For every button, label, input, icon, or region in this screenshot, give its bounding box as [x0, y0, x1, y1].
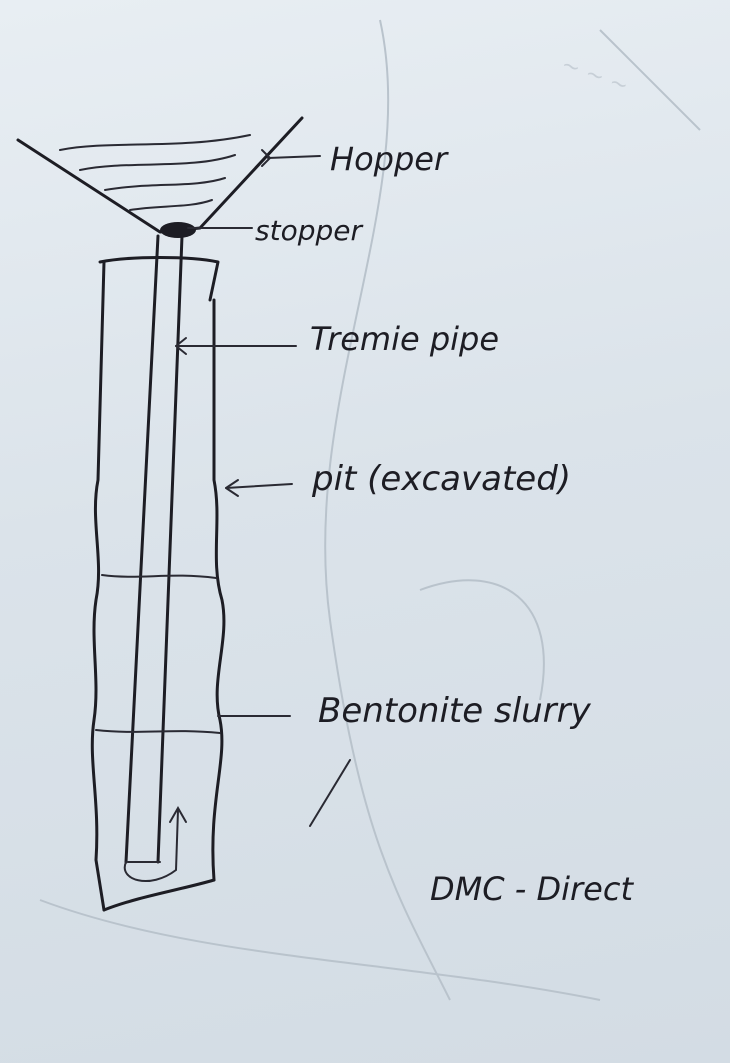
leader-lines: [175, 149, 351, 827]
concrete-flow-arrows: [123, 805, 187, 883]
stopper-shape: [160, 222, 196, 238]
label-stopper: stopper: [255, 214, 363, 247]
tremie-pipe-shape: [124, 234, 184, 864]
svg-text:~ ~ ~: ~ ~ ~: [558, 52, 632, 99]
label-pit: pit (excavated): [311, 459, 571, 499]
label-dmc: DMC - Direct: [430, 870, 634, 908]
label-tremie-pipe: Tremie pipe: [310, 320, 499, 358]
pit-shape: [90, 256, 226, 912]
label-hopper: Hopper: [330, 140, 449, 178]
label-bentonite-slurry: Bentonite slurry: [318, 691, 592, 731]
